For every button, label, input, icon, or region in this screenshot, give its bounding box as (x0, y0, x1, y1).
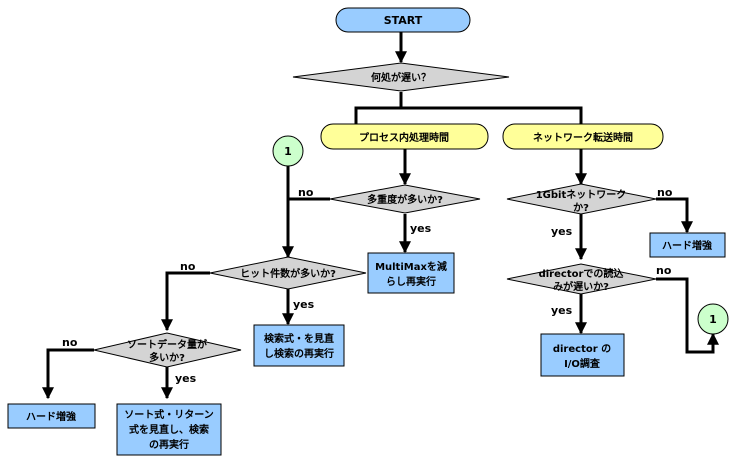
action-reduce-multimax-line2: らし再実行 (386, 275, 436, 288)
action-reduce-multimax-line1: MultiMaxを減 (375, 260, 447, 273)
decision-multiplicity: 多重度が多いか? (329, 184, 481, 214)
label-no-director: no (656, 264, 672, 277)
action-review-sort: ソート式・リターン 式を見直し、検索 の再実行 (116, 403, 222, 456)
label-no-sortdata: no (62, 336, 78, 349)
decision-sort-data-line2: 多いか? (149, 351, 185, 364)
decision-hit-count-label: ヒット件数が多いか? (240, 267, 336, 280)
action-hardware-upgrade-sort: ハード増強 (7, 403, 96, 429)
edge-sortdata-no (42, 348, 94, 400)
decision-1gbit-line1: 1Gbitネットワーク (536, 189, 627, 201)
label-yes-sortdata: yes (175, 372, 197, 385)
connector-1-source: 1 (272, 135, 304, 167)
decision-sort-data: ソートデータ量が 多いか? (93, 332, 242, 368)
action-director-io-line1: director の (553, 344, 611, 355)
edge-hits-no (161, 271, 210, 332)
category-process-time: プロセス内処理時間 (320, 123, 489, 150)
category-network-time-label: ネットワーク転送時間 (533, 131, 633, 144)
action-hardware-upgrade-network-label: ハード増強 (662, 239, 712, 252)
edge-director-no (656, 277, 719, 354)
category-network-time: ネットワーク転送時間 (502, 123, 664, 150)
action-hardware-upgrade-sort-label: ハード増強 (26, 410, 76, 423)
edge-where-split (354, 92, 403, 124)
label-no-hits: no (180, 260, 196, 273)
decision-1gbit-line2: か? (573, 202, 589, 214)
start-label: START (384, 14, 423, 27)
action-director-io-line2: I/O調査 (564, 357, 601, 370)
edge-where-to-network (401, 106, 583, 124)
category-process-time-label: プロセス内処理時間 (359, 131, 449, 144)
decision-multiplicity-label: 多重度が多いか? (367, 193, 443, 206)
action-review-sort-line2: 式を見直し、検索 (129, 423, 209, 436)
edges (42, 32, 719, 400)
action-review-search-line1: 検索式・を見直 (264, 332, 334, 345)
label-yes-director: yes (551, 304, 573, 317)
decision-sort-data-line1: ソートデータ量が (127, 338, 208, 351)
label-yes-hits: yes (293, 298, 315, 311)
action-review-sort-line3: の再実行 (149, 438, 189, 451)
decision-director-read-line1: directorでの読込 (539, 267, 624, 280)
connector-1-source-label: 1 (284, 145, 292, 158)
label-yes-multiplicity: yes (410, 222, 432, 235)
label-yes-1gbit: yes (551, 225, 573, 238)
action-hardware-upgrade-network: ハード増強 (649, 232, 726, 258)
decision-where-slow-label: 何処が遅い？ (371, 71, 431, 84)
action-reduce-multimax: MultiMaxを減 らし再実行 (367, 252, 455, 294)
action-review-sort-line1: ソート式・リターン (124, 408, 214, 421)
decision-where-slow: 何処が遅い？ (292, 62, 510, 92)
connector-1-target: 1 (697, 303, 729, 335)
connector-1-target-label: 1 (709, 313, 717, 326)
label-no-multiplicity: no (298, 186, 314, 199)
edge-1gbit-no (656, 197, 693, 234)
action-review-search: 検索式・を見直 し検索の再実行 (253, 324, 345, 367)
label-no-1gbit: no (657, 186, 673, 199)
decision-1gbit: 1Gbitネットワーク か? (506, 183, 657, 215)
action-review-search-line2: し検索の再実行 (264, 347, 334, 360)
start-terminator: START (335, 7, 471, 33)
decision-hit-count: ヒット件数が多いか? (209, 256, 367, 290)
decision-director-read-line2: みが遅いか? (553, 280, 609, 293)
decision-director-read: directorでの読込 みが遅いか? (506, 263, 657, 295)
action-director-io: director の I/O調査 (540, 333, 625, 377)
